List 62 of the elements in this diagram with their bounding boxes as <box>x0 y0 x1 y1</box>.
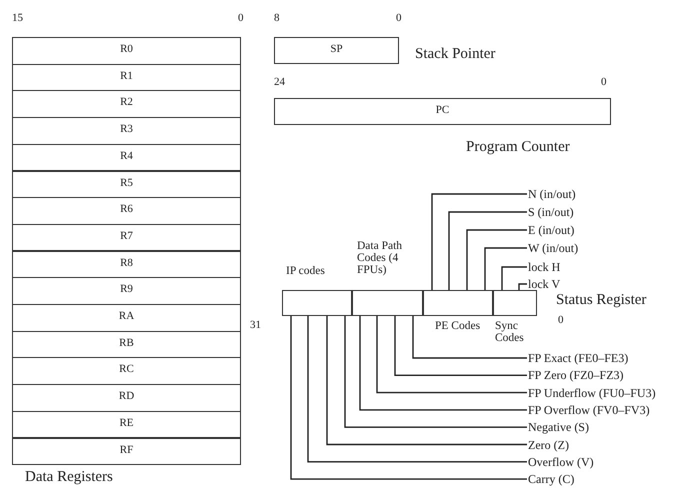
register-box: RB <box>12 330 241 358</box>
bit-number: 31 <box>250 318 261 333</box>
register-box: SP <box>274 37 399 64</box>
register-box: R5 <box>12 170 241 198</box>
register-box: R1 <box>12 64 241 92</box>
leader-line <box>290 316 527 480</box>
bit-label: lock V <box>528 276 560 292</box>
register-box: R8 <box>12 250 241 278</box>
register-caption: Status Register <box>556 292 646 308</box>
field-label: PE Codes <box>435 320 482 332</box>
leader-line <box>376 316 527 394</box>
bit-number: 15 <box>12 11 23 26</box>
bit-label: S (in/out) <box>528 204 574 220</box>
register-box: RD <box>12 384 241 412</box>
bit-label: W (in/out) <box>528 240 578 256</box>
leader-line <box>359 316 527 411</box>
bit-label: Carry (C) <box>528 471 574 488</box>
leader-line <box>344 316 527 428</box>
register-box: R7 <box>12 224 241 252</box>
register-box: R9 <box>12 277 241 305</box>
bit-label: lock H <box>528 259 560 275</box>
register-box: R0 <box>12 37 241 64</box>
leader-line <box>326 316 527 446</box>
register-box: R3 <box>12 117 241 145</box>
leader-line <box>448 211 527 290</box>
bit-label: FP Underflow (FU0–FU3) <box>528 384 656 401</box>
field-label: IP codes <box>286 265 326 277</box>
leader-line <box>431 193 527 290</box>
leader-line <box>307 316 527 462</box>
field-label: Data Path Codes (4 FPUs) <box>357 240 404 276</box>
leader-line <box>484 247 527 290</box>
bit-label: N (in/out) <box>528 186 576 202</box>
bit-number: 0 <box>396 11 402 26</box>
register-caption: Program Counter <box>466 139 570 155</box>
leader-line <box>518 283 527 290</box>
bit-number: 0 <box>558 313 564 328</box>
register-box: RF <box>12 438 241 465</box>
bit-number: 0 <box>601 75 606 90</box>
register-box: RA <box>12 304 241 332</box>
register-box: PC <box>274 98 611 125</box>
bit-number: 24 <box>274 75 285 90</box>
leader-line <box>412 316 527 359</box>
bit-label: Overflow (V) <box>528 454 594 470</box>
bit-number: 8 <box>274 11 280 26</box>
register-caption: Data Registers <box>25 469 113 485</box>
leader-line <box>394 316 527 376</box>
bit-label: FP Overflow (FV0–FV3) <box>528 402 650 418</box>
register-box: R4 <box>12 144 241 172</box>
bit-label: E (in/out) <box>528 222 574 238</box>
register-box: RE <box>12 410 241 438</box>
bit-label: Negative (S) <box>528 419 589 436</box>
bit-label: FP Exact (FE0–FE3) <box>528 350 628 366</box>
bit-label: Zero (Z) <box>528 436 569 452</box>
field-label: Sync Codes <box>495 320 525 344</box>
register-caption: Stack Pointer <box>415 46 496 62</box>
register-box: R2 <box>12 90 241 118</box>
bit-number: 0 <box>238 11 244 26</box>
leader-line <box>501 266 527 290</box>
bit-label: FP Zero (FZ0–FZ3) <box>528 367 624 384</box>
register-box: R6 <box>12 197 241 225</box>
register-box: RC <box>12 357 241 385</box>
leader-line <box>466 229 527 290</box>
